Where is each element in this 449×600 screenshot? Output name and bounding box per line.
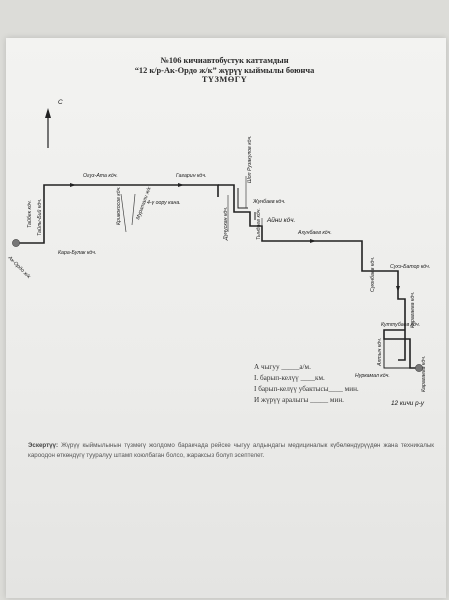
street-label-kurtulaeva: Куттубаев кӧч.: [381, 322, 420, 328]
street-label-chynybekov: Дунускан кӧч.: [223, 207, 229, 241]
title-line-1: №106 кичиавтобустук каттамдын: [160, 56, 289, 65]
street-label-ruzakulov: Шоп Рузакулов кӧч.: [247, 135, 253, 183]
street-label-gagarin: Гагарин кӧч.: [176, 173, 206, 179]
info-line-1: А чыгуу _____а/м.: [254, 363, 311, 371]
info-line-3: I барып-келүү убактысы____ мин.: [254, 385, 359, 393]
compass-label: С: [58, 99, 63, 106]
north-arrow-icon: [45, 108, 51, 148]
street-label-taybek: Тайбек кӧч.: [26, 200, 33, 228]
footnote-text: Жүрүү кыймылынын түзмөгү жолдомо баракча…: [28, 442, 434, 459]
street-label-taylyk: Тайлы-Бий кӧч.: [36, 199, 43, 236]
title-line-2: “12 к/р-Ак-Ордо ж/к” жүрүү кыймылы боюнч…: [134, 65, 315, 75]
street-label-nurkamal: Нуркамал кӧч.: [355, 373, 390, 379]
street-label-karagaeva: Карагаева кӧч.: [410, 292, 416, 328]
street-label-suyunbaev: Суюнбаев кӧч.: [370, 257, 376, 292]
footnote-label: Эскертүү:: [28, 442, 59, 449]
street-label-akhunbaev: Ахунбаев кӧч.: [297, 230, 332, 236]
street-label-krivkosko: Кривокосов кӧч.: [116, 186, 122, 225]
info-line-2: I. барып-келүү ____км.: [254, 374, 325, 382]
side-streets: [120, 176, 263, 233]
street-label-altyn: Алтын кӧч.: [377, 338, 383, 367]
street-label-oguz-ata: Огуз-Ата кӧч.: [83, 173, 118, 179]
end-stop-icon: [415, 364, 423, 372]
info-line-4: И жүрүү аралыгы _____ мин.: [254, 396, 344, 404]
route-line: [16, 184, 420, 369]
street-label-zhunbaeva: Жунбаев кӧч.: [252, 199, 285, 205]
street-label-karagaeva-2: Карагаева кӧч.: [421, 356, 427, 392]
street-label-sukhe-bator: Сухэ-Батор кӧч.: [390, 264, 430, 270]
street-label-tyndaev: Тындаев кӧч.: [256, 208, 262, 240]
direction-arrow-icons: [70, 183, 400, 292]
document-title: №106 кичиавтобустук каттамдын “12 к/р-Ак…: [0, 56, 449, 85]
paper-sheet: [6, 38, 446, 598]
street-label-ak-ordo: Ак-Ордо ж/к: [6, 254, 32, 280]
title-line-3: ТҮЗМӨГҮ: [201, 75, 248, 85]
start-stop-icon: [12, 239, 20, 247]
route-info: А чыгуу _____а/м. I. барып-келүү ____км.…: [254, 362, 359, 406]
street-label-kara-bulak: Кара-Булак кӧч.: [58, 250, 96, 256]
street-label-ayni: Айни кӧч.: [266, 216, 295, 224]
street-label-four-uroy: 4-ү оору кана.: [147, 200, 181, 206]
end-stop-label: 12 кичи р-у: [391, 400, 425, 407]
footnote: Эскертүү: Жүрүү кыймылынын түзмөгү жолдо…: [28, 441, 434, 460]
